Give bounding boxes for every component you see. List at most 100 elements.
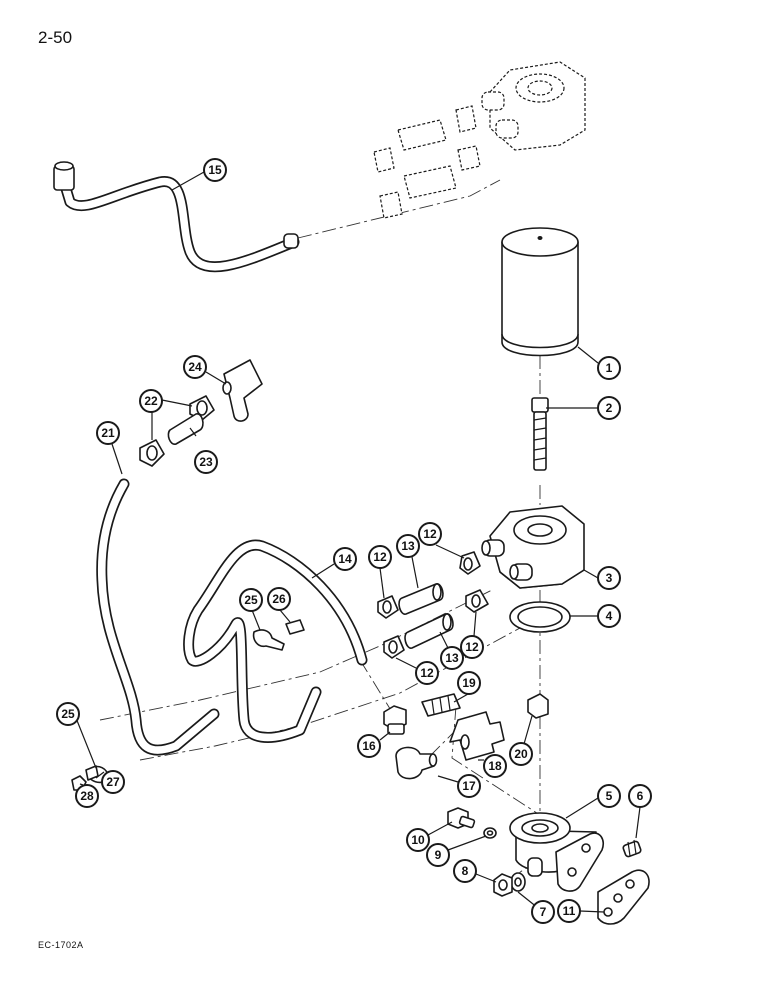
bolt-26: [285, 619, 305, 635]
callout-18: 18: [478, 754, 507, 778]
callout-10-label: 10: [411, 833, 425, 847]
callout-1-label: 1: [606, 361, 613, 375]
callout-6: 6: [628, 784, 652, 839]
callout-22-label: 22: [144, 394, 158, 408]
fitting-16: [383, 705, 407, 735]
callout-20: 20: [509, 715, 533, 766]
callout-27-label: 27: [106, 775, 120, 789]
plug-6: [622, 839, 642, 858]
hose-section-23: [167, 413, 204, 445]
callout-12-lower: 12: [395, 657, 439, 685]
callout-12-top-label: 12: [423, 527, 437, 541]
bolt-10: [447, 807, 476, 829]
washer-7: [510, 872, 526, 892]
callout-5-label: 5: [606, 789, 613, 803]
clip-25-center: [252, 629, 285, 651]
callout-17: 17: [437, 774, 481, 798]
filter-base-5: [509, 812, 605, 892]
callout-7-label: 7: [540, 905, 547, 919]
callout-18-label: 18: [488, 759, 502, 773]
gasket-11: [597, 869, 650, 925]
callout-22: 22: [139, 389, 193, 440]
washer-9: [483, 827, 497, 839]
callout-9-label: 9: [435, 848, 442, 862]
callout-3-label: 3: [606, 571, 613, 585]
hose-14: [183, 539, 368, 743]
callout-14: 14: [311, 547, 357, 579]
callout-12-right: 12: [460, 611, 484, 659]
hose-section-13-upper: [398, 583, 444, 615]
callout-13-lower-label: 13: [445, 651, 459, 665]
callout-12-left-upper-label: 12: [373, 550, 387, 564]
callout-24-label: 24: [188, 360, 202, 374]
callout-12-left-upper: 12: [368, 545, 392, 599]
hose-clamp-12-left-upper: [377, 595, 399, 619]
figure-code: EC-1702A: [38, 940, 84, 950]
oil-cooler-3: [481, 505, 585, 589]
nipple-19: [421, 693, 461, 717]
callout-9: 9: [426, 835, 487, 867]
hose-clamp-22-right: [189, 395, 215, 421]
elbow-17: [395, 746, 438, 780]
callout-8: 8: [453, 859, 497, 883]
callout-21-label: 21: [101, 426, 115, 440]
callout-25-left-label: 25: [61, 707, 75, 721]
hose-section-13-lower: [404, 613, 454, 649]
assembly-centerlines: [99, 179, 561, 884]
callout-4: 4: [570, 604, 621, 628]
callout-4-label: 4: [606, 609, 613, 623]
callout-3: 3: [583, 566, 621, 590]
adapter-nipple-2: [531, 397, 549, 471]
hose-clamp-12-lower: [383, 635, 405, 659]
callout-27: 27: [95, 770, 125, 794]
callout-23-label: 23: [199, 455, 213, 469]
oil-filter-1: [501, 227, 579, 357]
callout-14-label: 14: [338, 552, 352, 566]
callout-15: 15: [171, 158, 227, 191]
callout-12-right-label: 12: [465, 640, 479, 654]
callout-13-upper: 13: [396, 534, 420, 589]
seal-ring-4: [509, 601, 571, 633]
oil-pipe-15: [53, 161, 300, 273]
callout-20-label: 20: [514, 747, 528, 761]
hose-clamp-22-left: [139, 439, 165, 467]
callout-6-label: 6: [637, 789, 644, 803]
callout-10: 10: [406, 821, 453, 852]
callout-12-lower-label: 12: [420, 666, 434, 680]
callout-11-label: 11: [563, 904, 576, 918]
callout-16: 16: [357, 731, 391, 758]
callout-11: 11: [557, 899, 605, 923]
plug-20: [527, 693, 549, 719]
callout-23: 23: [189, 427, 218, 474]
elbow-fitting-24: [222, 359, 263, 422]
hose-clamp-12-right: [465, 589, 489, 613]
callout-8-label: 8: [462, 864, 469, 878]
callout-2: 2: [546, 396, 621, 420]
callout-17-label: 17: [462, 779, 476, 793]
callout-24: 24: [183, 355, 227, 385]
reference-oil-cooler-outline: [373, 61, 586, 219]
callout-19: 19: [453, 671, 481, 703]
tee-fitting-18: [449, 711, 505, 761]
callout-13-upper-label: 13: [401, 539, 415, 553]
callout-28: 28: [75, 783, 99, 808]
hose-21: [96, 478, 220, 756]
callout-12-top: 12: [418, 522, 465, 559]
callout-16-label: 16: [362, 739, 376, 753]
callout-15-label: 15: [208, 163, 222, 177]
callout-7: 7: [517, 891, 555, 924]
callout-21: 21: [96, 421, 123, 475]
callout-1: 1: [577, 346, 621, 380]
callout-25-left: 25: [56, 702, 97, 769]
callout-26-label: 26: [272, 592, 286, 606]
callout-28-label: 28: [80, 789, 94, 803]
page-number: 2-50: [38, 28, 73, 47]
callout-13-lower: 13: [439, 631, 464, 670]
callout-26: 26: [267, 587, 291, 623]
hose-clamp-12-upper: [459, 551, 481, 575]
callout-25-center-label: 25: [244, 593, 258, 607]
callout-2-label: 2: [606, 401, 613, 415]
callout-5: 5: [565, 784, 621, 819]
callout-25-center: 25: [239, 588, 263, 631]
